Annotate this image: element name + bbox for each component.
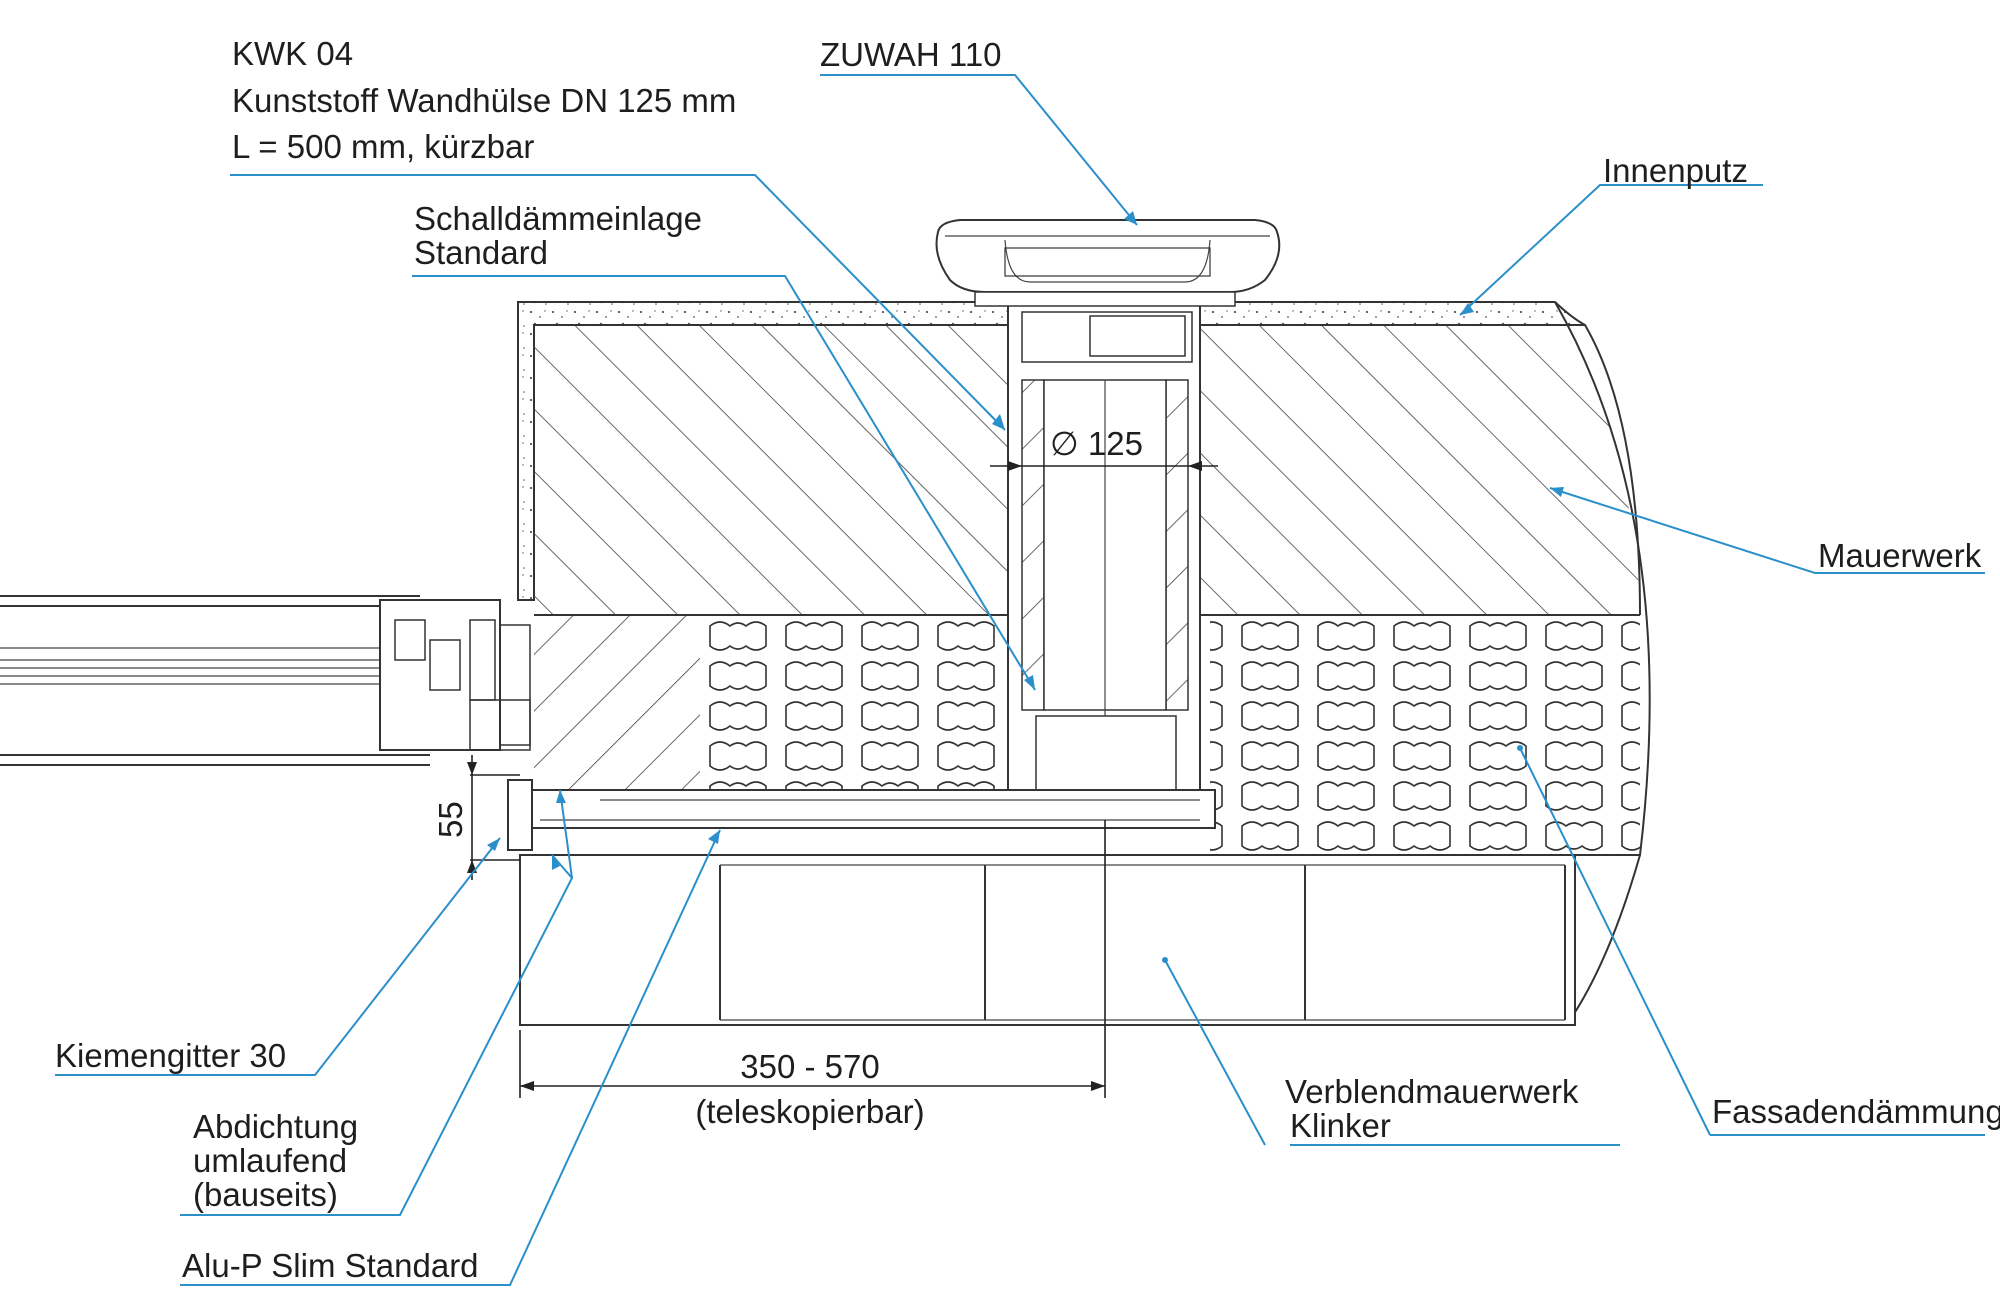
label-zuwah: ZUWAH 110 xyxy=(820,36,1002,73)
wall-sleeve xyxy=(1007,304,1201,820)
label-mauerwerk: Mauerwerk xyxy=(1818,537,1982,574)
label-alu: Alu-P Slim Standard xyxy=(182,1247,479,1284)
dimension-length-label: 350 - 570 xyxy=(740,1048,879,1085)
label-kwk-line2: Kunststoff Wandhülse DN 125 mm xyxy=(232,82,736,119)
label-abdichtung-line1: Abdichtung xyxy=(193,1108,358,1145)
label-abdichtung-line2: umlaufend xyxy=(193,1142,347,1179)
dimension-55 xyxy=(467,755,520,880)
label-kwk-line1: KWK 04 xyxy=(232,35,353,72)
label-verblend-line1: Verblendmauerwerk xyxy=(1285,1073,1579,1110)
label-verblend-line2: Klinker xyxy=(1290,1107,1391,1144)
klinker-layer xyxy=(519,854,1576,1026)
dimension-diameter xyxy=(990,461,1218,471)
dimension-55-label: 55 xyxy=(432,801,469,838)
zuwah-cap xyxy=(935,219,1281,307)
label-schall-line1: Schalldämmeinlage xyxy=(414,200,702,237)
window-frame xyxy=(0,595,531,766)
label-kiemengitter: Kiemengitter 30 xyxy=(55,1037,286,1074)
label-abdichtung-line3: (bauseits) xyxy=(193,1176,338,1213)
label-kwk-line3: L = 500 mm, kürzbar xyxy=(232,128,534,165)
alu-panel xyxy=(507,779,1216,851)
leader-lines xyxy=(55,74,1985,1286)
dimension-length-note: (teleskopierbar) xyxy=(695,1093,924,1130)
label-innenputz: Innenputz xyxy=(1603,152,1748,189)
dimension-diameter-label: ∅ 125 xyxy=(1050,425,1143,462)
label-fassade: Fassadendämmung xyxy=(1712,1093,2000,1130)
outer-boundary xyxy=(1554,301,1651,1021)
mauerwerk-outline xyxy=(534,324,1641,616)
dimension-length xyxy=(519,820,1106,1098)
label-schall-line2: Standard xyxy=(414,234,548,271)
